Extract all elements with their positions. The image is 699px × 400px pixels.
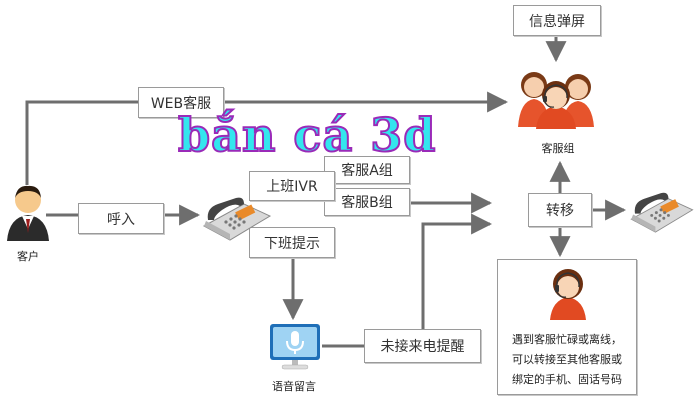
desk-phone-icon [202,197,272,241]
transfer-note-line-1: 遇到客服忙碌或离线， [512,333,622,346]
female-agent-headset-icon [550,269,586,320]
edge-customer-web-to-agents [25,91,509,185]
work-ivr-box: 上班IVR [249,171,335,201]
call-in-box: 呼入 [78,203,164,234]
desk-phone-icon [630,192,694,233]
overlay-text: bắn cá 3d [177,108,437,162]
web-service-box: WEB客服 [138,87,224,118]
agent-group-label: 客服组 [541,142,575,155]
transfer-box: 转移 [528,193,592,227]
group-a-box: 客服A组 [324,156,410,184]
offwork-prompt-box: 下班提示 [249,227,335,258]
transfer-note-line-3: 绑定的手机、固话号码 [512,373,622,386]
group-b-box: 客服B组 [324,188,410,216]
businessman-avatar-icon [7,185,49,241]
transfer-note-line-2: 可以转接至其他客服或 [512,353,622,366]
voicemail-label: 语音留言 [272,380,316,393]
transfer-note: 遇到客服忙碌或离线， 可以转接至其他客服或 绑定的手机、固话号码 [497,259,637,395]
microphone-monitor-icon [270,324,320,370]
info-popup-box: 信息弹屏 [513,5,601,36]
female-agents-headset-icon [518,72,594,129]
edge-missed-to-transfer [421,213,493,330]
missed-call-reminder-box: 未接来电提醒 [364,329,481,363]
customer-label: 客户 [17,250,39,263]
